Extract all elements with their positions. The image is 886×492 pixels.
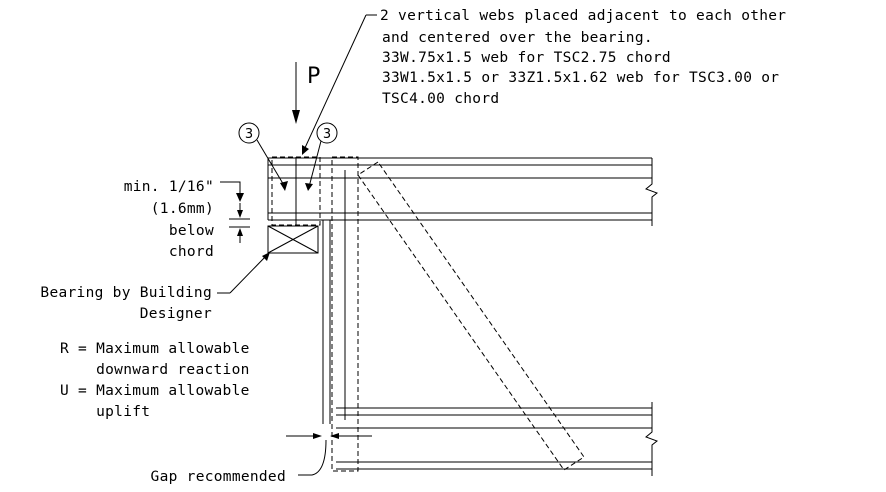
svg-text:33W1.5x1.5 or 33Z1.5x1.62 web: 33W1.5x1.5 or 33Z1.5x1.62 web for TSC3.0… bbox=[382, 70, 779, 86]
clearance-note: min. 1/16" (1.6mm) below chord bbox=[124, 179, 214, 260]
svg-text:Designer: Designer bbox=[140, 306, 212, 322]
svg-text:below: below bbox=[169, 223, 214, 239]
svg-text:2 vertical webs placed adjacen: 2 vertical webs placed adjacent to each … bbox=[380, 8, 786, 24]
svg-text:(1.6mm): (1.6mm) bbox=[151, 201, 214, 217]
bottom-chord bbox=[336, 402, 659, 476]
webs-note: 2 vertical webs placed adjacent to each … bbox=[380, 8, 786, 107]
top-chord-break bbox=[645, 158, 659, 226]
reactions-note: R = Maximum allowable downward reaction … bbox=[60, 341, 250, 420]
diagonal-web bbox=[357, 161, 585, 471]
webs-leader bbox=[302, 14, 377, 155]
gap-dimension bbox=[286, 433, 372, 476]
svg-text:chord: chord bbox=[169, 244, 214, 260]
bearing-plate bbox=[267, 225, 319, 254]
vertical-end-web bbox=[331, 156, 359, 472]
svg-text:and centered over the bearing.: and centered over the bearing. bbox=[382, 30, 653, 46]
top-chord bbox=[267, 157, 659, 226]
bearing-leader bbox=[217, 252, 270, 294]
clearance-dimension bbox=[220, 181, 250, 243]
svg-text:33W.75x1.5 web for TSC2.75 cho: 33W.75x1.5 web for TSC2.75 chord bbox=[382, 50, 671, 66]
svg-text:3: 3 bbox=[323, 127, 331, 142]
callout-balloon-right: 3 bbox=[305, 122, 338, 191]
load-symbol: P bbox=[307, 64, 320, 89]
svg-text:R = Maximum allowable: R = Maximum allowable bbox=[60, 341, 250, 357]
callout-balloon-left: 3 bbox=[238, 122, 288, 191]
svg-text:downward reaction: downward reaction bbox=[60, 362, 250, 378]
svg-text:uplift: uplift bbox=[60, 404, 150, 420]
svg-text:min. 1/16": min. 1/16" bbox=[124, 179, 214, 195]
column-lines bbox=[322, 170, 346, 424]
svg-text:3: 3 bbox=[245, 127, 253, 142]
svg-text:U = Maximum allowable: U = Maximum allowable bbox=[60, 383, 250, 399]
bottom-chord-break bbox=[645, 402, 659, 476]
svg-text:Bearing by Building: Bearing by Building bbox=[40, 285, 212, 301]
svg-text:TSC4.00 chord: TSC4.00 chord bbox=[382, 91, 499, 107]
bearing-webs bbox=[271, 156, 321, 226]
bearing-note: Bearing by Building Designer bbox=[40, 285, 212, 322]
gap-note: Gap recommended bbox=[151, 469, 286, 485]
load-arrow: P bbox=[292, 62, 320, 124]
